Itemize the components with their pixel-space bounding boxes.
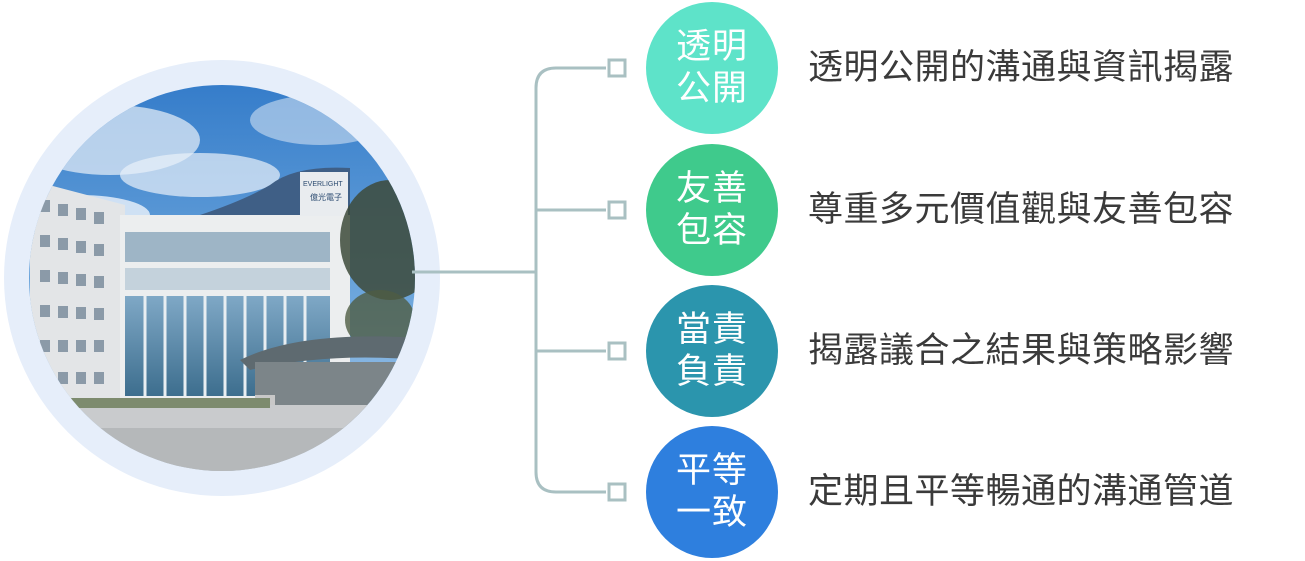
badge-line: 公開 bbox=[675, 69, 748, 109]
badge-line: 當責 bbox=[675, 310, 748, 350]
building-photo: EVERLIGHT 億光電子 bbox=[4, 60, 440, 496]
principle-description: 定期且平等暢通的溝通管道 bbox=[808, 472, 1235, 512]
principle-accountability: 當責 負責 揭露議合之結果與策略影響 bbox=[0, 0, 1305, 417]
principle-description: 透明公開的溝通與資訊揭露 bbox=[808, 48, 1235, 88]
connector-node-1 bbox=[607, 58, 627, 78]
badge-line: 透明 bbox=[675, 27, 748, 67]
principle-inclusion: 友善 包容 尊重多元價值觀與友善包容 bbox=[0, 0, 1305, 276]
principle-description: 揭露議合之結果與策略影響 bbox=[808, 331, 1235, 371]
connector-node-3 bbox=[607, 341, 627, 361]
badge-equality: 平等 一致 bbox=[646, 426, 778, 558]
badge-accountability: 當責 負責 bbox=[646, 285, 778, 417]
connector-node-2 bbox=[607, 200, 627, 220]
principle-description: 尊重多元價值觀與友善包容 bbox=[808, 190, 1235, 230]
badge-line: 一致 bbox=[675, 493, 748, 533]
badge-transparency: 透明 公開 bbox=[646, 2, 778, 134]
badge-line: 負責 bbox=[675, 352, 748, 392]
connector-node-4 bbox=[607, 482, 627, 502]
badge-inclusion: 友善 包容 bbox=[646, 144, 778, 276]
badge-line: 友善 bbox=[675, 169, 748, 209]
building-sign-en: EVERLIGHT bbox=[303, 181, 343, 188]
principle-transparency: 透明 公開 透明公開的溝通與資訊揭露 bbox=[0, 0, 1305, 140]
building-sign-zh: 億光電子 bbox=[310, 192, 342, 202]
badge-line: 包容 bbox=[675, 211, 748, 251]
badge-line: 平等 bbox=[675, 451, 748, 491]
